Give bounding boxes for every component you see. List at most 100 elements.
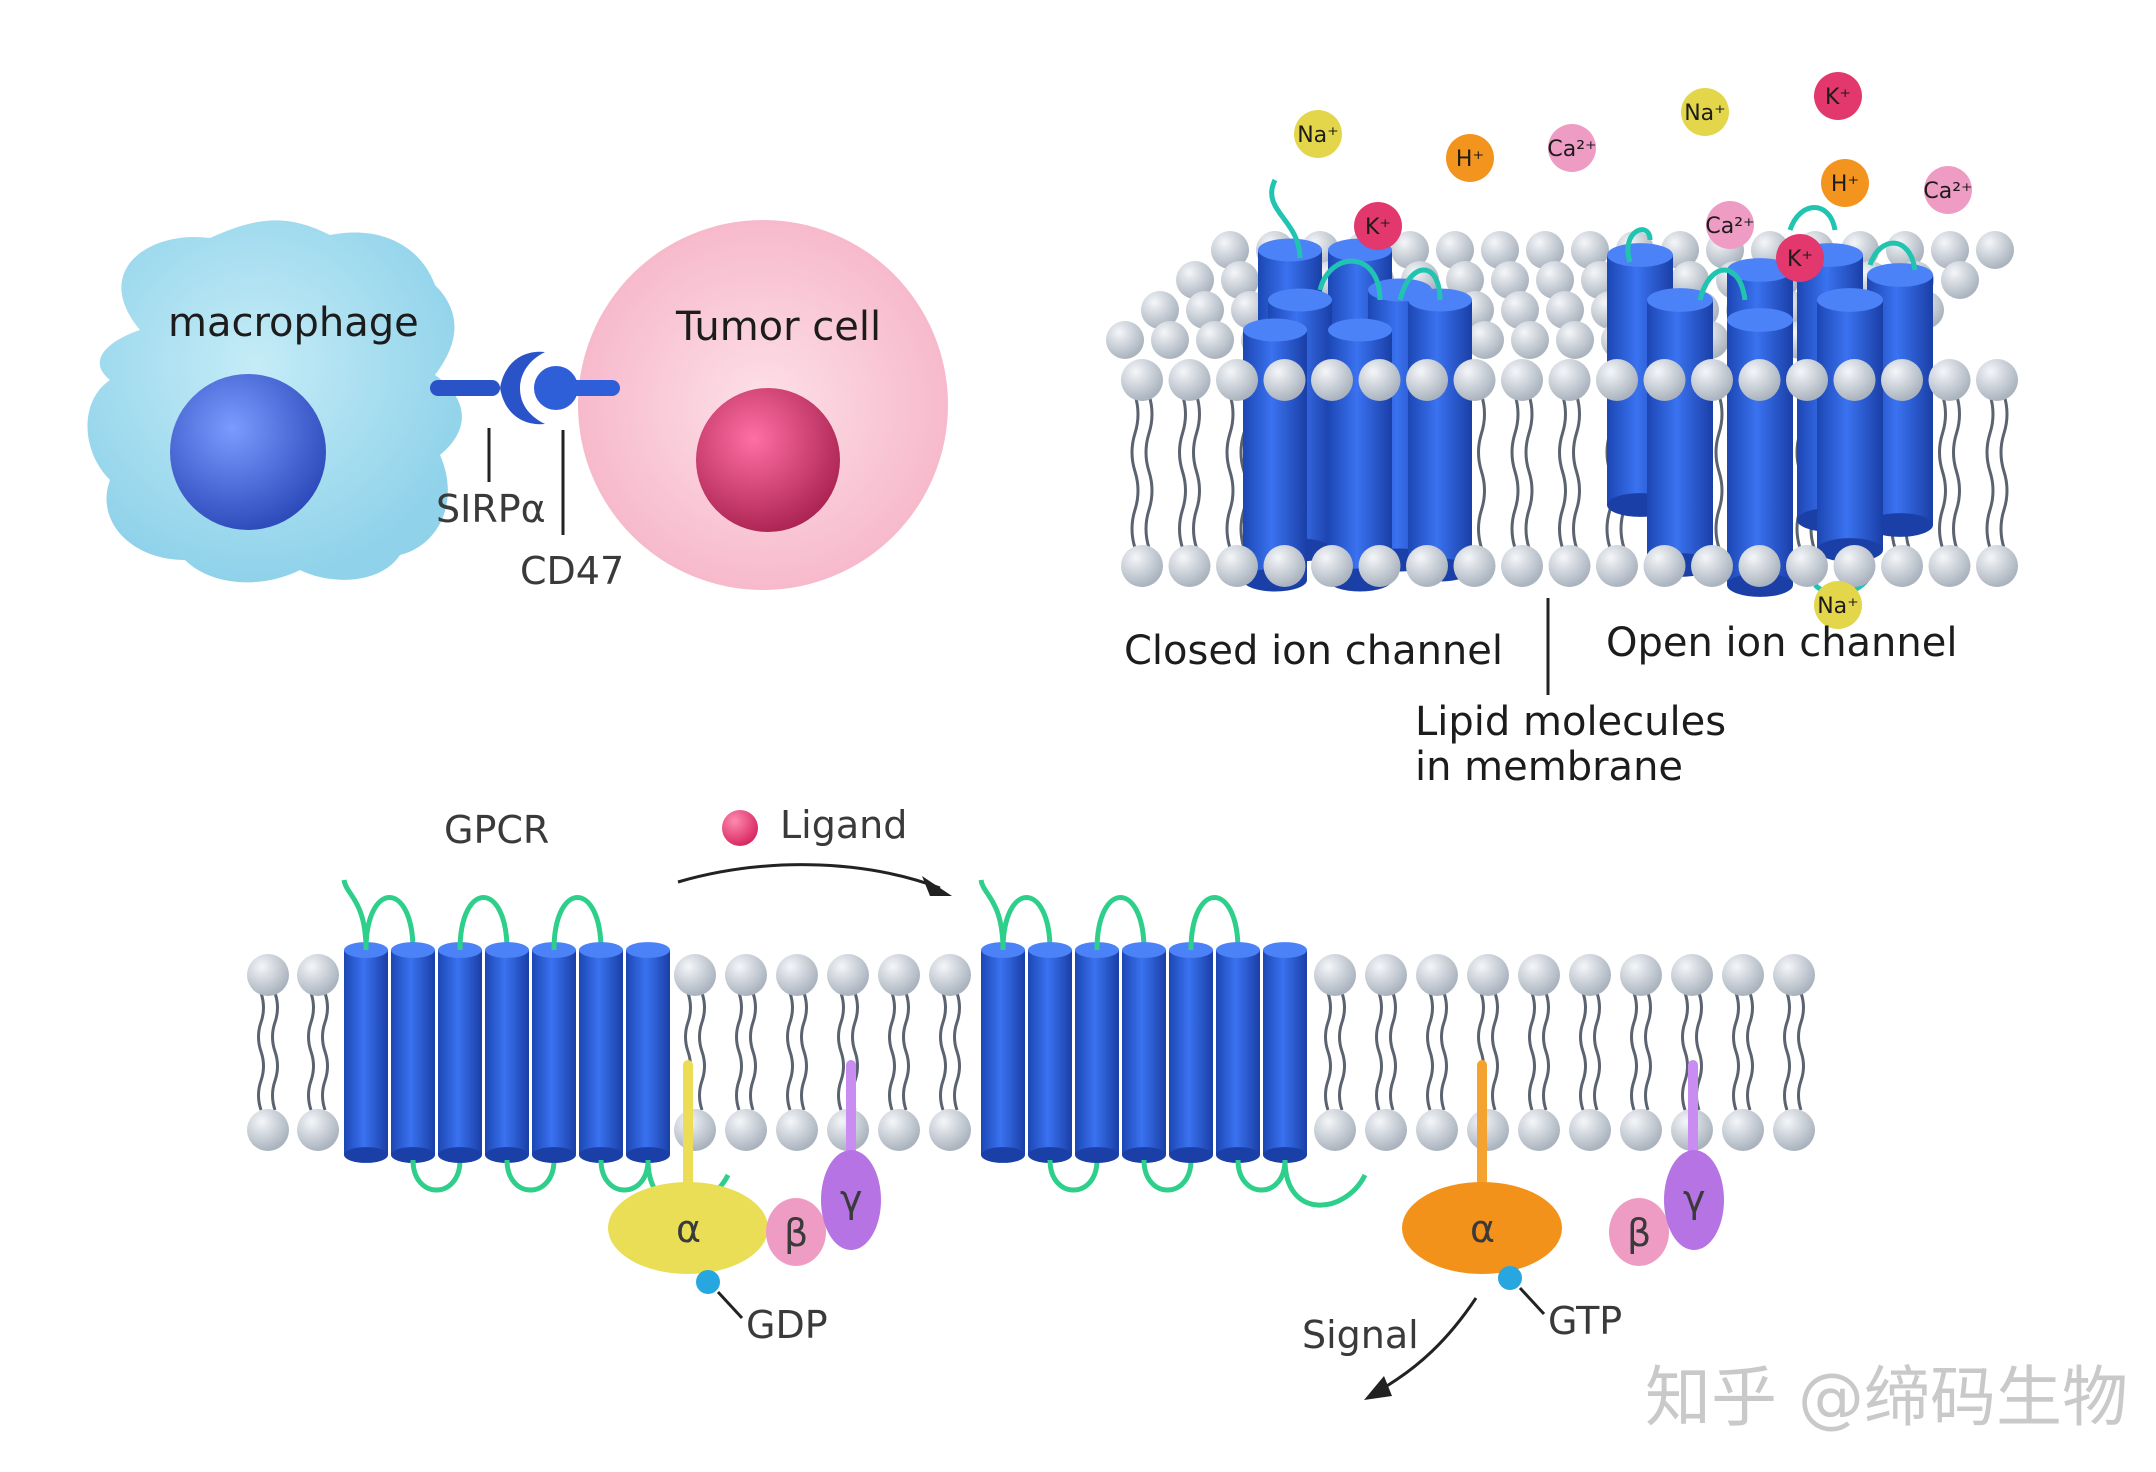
ion-10: Na⁺ — [1814, 581, 1862, 629]
gpcr-helix — [1216, 942, 1260, 1163]
lipid-tail — [1426, 992, 1434, 1111]
macrophage-label: macrophage — [168, 300, 419, 346]
gamma-label-inactive: γ — [840, 1177, 863, 1221]
lipid-tail — [698, 992, 706, 1111]
alpha-label-active: α — [1470, 1207, 1495, 1251]
lipid-tail — [1630, 992, 1638, 1111]
alpha-anchor-inactive — [683, 1060, 693, 1190]
lipid-head — [1928, 359, 1971, 401]
lipid-head — [1453, 545, 1496, 587]
open-channel-helix — [1647, 288, 1713, 577]
svg-text:Na⁺: Na⁺ — [1817, 594, 1859, 619]
lipid-head — [1931, 231, 1969, 269]
channel-loop — [1317, 258, 1383, 301]
ion-particles: Na⁺H⁺Ca²⁺Na⁺K⁺H⁺Ca²⁺K⁺Ca²⁺K⁺Na⁺ — [1294, 72, 1973, 629]
lipid-head — [1620, 1109, 1662, 1151]
lipid-head — [1168, 359, 1211, 401]
extracellular-loop — [1000, 895, 1053, 951]
svg-text:Na⁺: Na⁺ — [1297, 123, 1339, 148]
lipid-head — [1416, 954, 1458, 996]
lipid-head — [1436, 231, 1474, 269]
signal-arrowhead — [1364, 1376, 1392, 1400]
lipid-tail — [1130, 394, 1140, 549]
extracellular-loop — [1188, 895, 1241, 951]
lipid-tail — [271, 992, 279, 1111]
lipid-head — [1216, 545, 1258, 587]
ligand-icon — [722, 810, 758, 846]
channel-loop — [1397, 267, 1443, 301]
lipid-head — [1358, 359, 1401, 401]
lipid-tail — [1999, 394, 2009, 549]
lipid-head — [1121, 359, 1163, 401]
sirpa-label: SIRPα — [436, 487, 546, 531]
lipid-head — [1365, 954, 1407, 996]
gamma-anchor-inactive — [846, 1060, 856, 1160]
lipid-head — [1976, 359, 2018, 401]
membrane-front-heads — [1121, 359, 2018, 587]
lipid-head — [1365, 1109, 1407, 1151]
lipid-tail — [321, 992, 329, 1111]
lipid-tail — [1558, 394, 1567, 549]
lipid-head — [1221, 261, 1259, 299]
lipid-head — [1881, 359, 1923, 401]
ion-0: Na⁺ — [1294, 110, 1342, 158]
gamma-subunit-inactive — [821, 1150, 881, 1250]
signal-arrow — [1379, 1297, 1478, 1392]
extracellular-loop — [457, 895, 510, 951]
lipid-head — [1786, 545, 1828, 587]
lipid-head — [1881, 545, 1923, 587]
lipid-head — [1121, 545, 1163, 587]
gpcr-helix — [981, 942, 1025, 1163]
lipid-tail — [1338, 992, 1346, 1111]
ion-3: Na⁺ — [1681, 88, 1729, 136]
lipid-tail — [1510, 394, 1520, 549]
lipid-head — [1501, 545, 1543, 587]
lipid-head — [827, 954, 869, 996]
lipid-head — [1314, 1109, 1356, 1151]
lipid-head — [1569, 954, 1611, 996]
lipid-head — [776, 1109, 818, 1151]
lipid-head — [1186, 291, 1224, 329]
lipid-head — [1691, 359, 1733, 401]
lipid-tail — [1225, 394, 1235, 549]
lipid-head — [1556, 321, 1594, 359]
signal-label: Signal — [1302, 1313, 1419, 1357]
lipid-head — [1548, 359, 1591, 401]
gpcr-helix — [1169, 942, 1213, 1163]
ion-4: K⁺ — [1814, 72, 1862, 120]
lipid-tail — [1783, 992, 1791, 1111]
lipid-head — [1466, 321, 1504, 359]
lipid-head — [878, 954, 920, 996]
lipid-tail — [1477, 394, 1486, 549]
lipid-head — [1311, 359, 1353, 401]
closed-channel-label: Closed ion channel — [1124, 628, 1503, 674]
channel-loop — [1625, 227, 1653, 263]
n-terminus — [341, 879, 369, 951]
lipid-head — [1263, 359, 1306, 401]
lipid-tail — [1952, 394, 1961, 549]
gtp-label: GTP — [1548, 1299, 1622, 1343]
lipid-head — [1941, 261, 1979, 299]
lipid-head — [1738, 545, 1781, 587]
lipid-head — [1391, 231, 1429, 269]
lipid-tail — [786, 992, 794, 1111]
tumor-nucleus — [696, 388, 840, 532]
lipid-head — [1176, 261, 1214, 299]
lipid-tail — [1542, 992, 1550, 1111]
lipid-head — [1151, 321, 1189, 359]
ligand-label: Ligand — [780, 803, 907, 847]
lipid-tail — [953, 992, 961, 1111]
lipid-head — [1481, 231, 1519, 269]
gdp-label: GDP — [746, 1303, 828, 1347]
lipid-tail — [1579, 992, 1587, 1111]
lipid-tail — [1178, 394, 1187, 549]
lipid-head — [1671, 954, 1713, 996]
lipid-head — [1536, 261, 1574, 299]
lipid-tail — [1528, 992, 1536, 1111]
open-ion-channel — [1607, 205, 1933, 597]
lipid-head — [1196, 321, 1234, 359]
lipid-label-line2: in membrane — [1415, 744, 1683, 790]
lipid-head — [1168, 545, 1211, 587]
svg-text:Na⁺: Na⁺ — [1684, 101, 1726, 126]
